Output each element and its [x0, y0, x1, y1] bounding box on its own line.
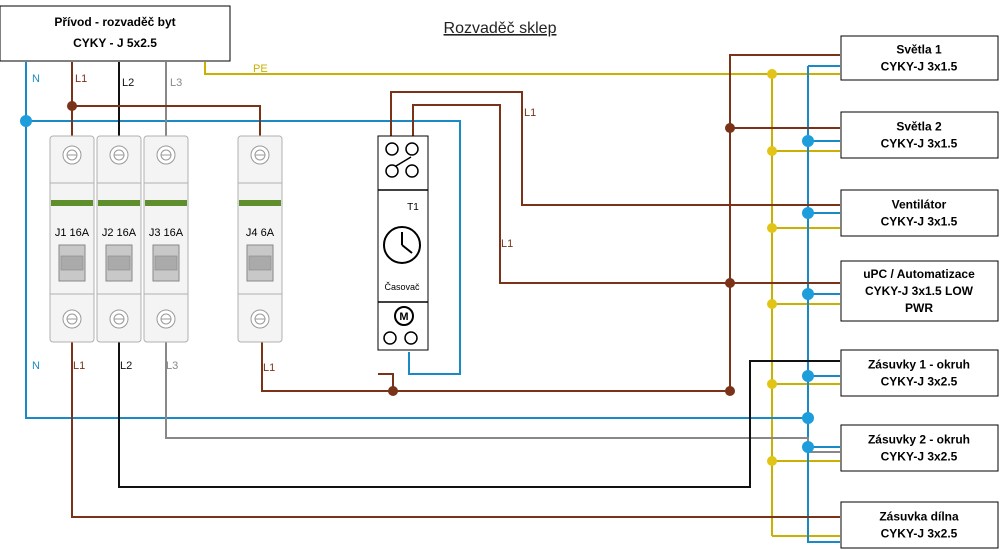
- junction-dots: [20, 69, 814, 466]
- motor-symbol: M: [399, 311, 408, 323]
- circuit-3-line1: Ventilátor: [892, 198, 947, 212]
- label-l1-top: L1: [75, 73, 87, 85]
- circuit-box-1: Světla 1 CYKY-J 3x1.5: [840, 35, 999, 81]
- junction-dot: [802, 370, 814, 382]
- junction-dot: [388, 386, 398, 396]
- contact-icon: [395, 156, 412, 167]
- breaker-label-j2: J2 16A: [102, 227, 137, 239]
- timer-t1: T1 Časovač M: [377, 135, 429, 351]
- label-l1-bottom: L1: [73, 360, 85, 372]
- label-l2-bottom: L2: [120, 360, 132, 372]
- clock-icon: [383, 226, 421, 264]
- circuit-4-line1: uPC / Automatizace: [863, 267, 975, 281]
- circuit-4-line3: PWR: [905, 301, 933, 315]
- junction-dot: [767, 223, 777, 233]
- breaker-j2: J2 16A: [96, 135, 142, 343]
- circuit-3-line2: CYKY-J 3x1.5: [881, 215, 958, 229]
- junction-dot: [67, 101, 77, 111]
- junction-dot: [802, 412, 814, 424]
- label-n-top: N: [32, 73, 40, 85]
- circuit-6-line2: CYKY-J 3x2.5: [881, 450, 958, 464]
- label-l2-top: L2: [122, 77, 134, 89]
- label-l3-top: L3: [170, 77, 182, 89]
- circuit-2-line1: Světla 2: [896, 120, 942, 134]
- junction-dot: [767, 379, 777, 389]
- junction-dot: [767, 299, 777, 309]
- neutral-wires: [25, 62, 840, 543]
- supply-line1: Přívod - rozvaděč byt: [54, 15, 175, 29]
- junction-dot: [767, 456, 777, 466]
- breaker-j3: J3 16A: [143, 135, 189, 343]
- circuit-7-line2: CYKY-J 3x2.5: [881, 527, 958, 541]
- circuit-5-line2: CYKY-J 3x2.5: [881, 375, 958, 389]
- breaker-label-j3: J3 16A: [149, 227, 184, 239]
- junction-dot: [20, 115, 32, 127]
- diagram-title: Rozvaděč sklep: [444, 20, 557, 37]
- junction-dot: [802, 288, 814, 300]
- label-l1-timer-b: L1: [501, 238, 513, 250]
- label-l3-bottom: L3: [166, 360, 178, 372]
- breaker-j4: J4 6A: [237, 135, 283, 343]
- junction-dot: [767, 69, 777, 79]
- breaker-label-j4: J4 6A: [246, 227, 275, 239]
- breaker-group: J1 16A J2 16A J3 16A J4 6A: [49, 135, 283, 343]
- circuit-4-line2: CYKY-J 3x1.5 LOW: [865, 284, 974, 298]
- supply-box: [0, 5, 231, 62]
- label-l1-j4: L1: [263, 362, 275, 374]
- circuit-6-line1: Zásuvky 2 - okruh: [868, 433, 970, 447]
- circuit-1-line2: CYKY-J 3x1.5: [881, 60, 958, 74]
- junction-dot: [802, 135, 814, 147]
- supply-line2: CYKY - J 5x2.5: [73, 36, 157, 50]
- junction-dot: [802, 207, 814, 219]
- label-pe: PE: [253, 63, 268, 75]
- junction-dot: [725, 123, 735, 133]
- breaker-j1: J1 16A: [49, 135, 95, 343]
- circuit-box-2: Světla 2 CYKY-J 3x1.5: [840, 111, 999, 159]
- circuit-7-line1: Zásuvka dílna: [879, 510, 959, 524]
- junction-dot: [767, 146, 777, 156]
- label-l1-timer-a: L1: [524, 107, 536, 119]
- label-n-bottom: N: [32, 360, 40, 372]
- breaker-label-j1: J1 16A: [55, 227, 90, 239]
- junction-dot: [725, 278, 735, 288]
- junction-dot: [725, 386, 735, 396]
- motor-icon: M: [394, 306, 414, 326]
- timer-id: T1: [407, 202, 419, 213]
- circuit-1-line1: Světla 1: [896, 43, 942, 57]
- circuit-2-line2: CYKY-J 3x1.5: [881, 137, 958, 151]
- junction-dot: [802, 441, 814, 453]
- timer-label: Časovač: [384, 282, 420, 292]
- circuit-5-line1: Zásuvky 1 - okruh: [868, 358, 970, 372]
